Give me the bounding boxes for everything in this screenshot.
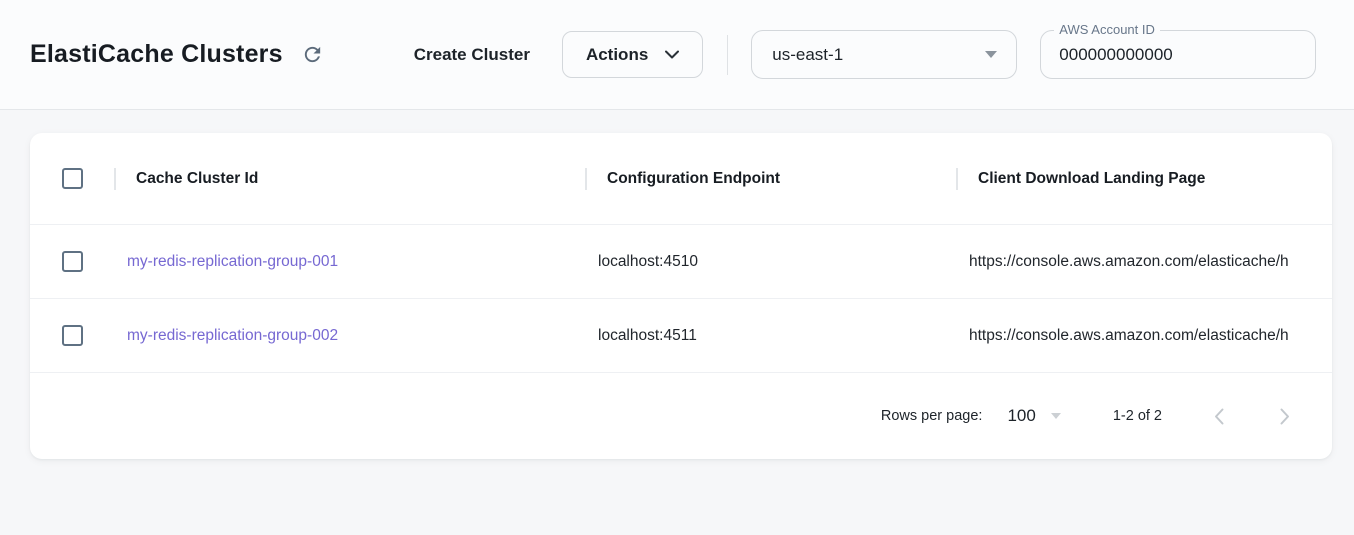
row-select-cell xyxy=(30,251,114,272)
client-download-landing-page-cell: https://console.aws.amazon.com/elasticac… xyxy=(969,252,1289,270)
main-content: Cache Cluster Id Configuration Endpoint … xyxy=(0,110,1354,459)
cluster-link[interactable]: my-redis-replication-group-002 xyxy=(127,326,339,344)
rows-per-page-label: Rows per page: xyxy=(880,408,983,424)
column-header-label: Cache Cluster Id xyxy=(136,169,259,187)
table-header-row: Cache Cluster Id Configuration Endpoint … xyxy=(30,133,1332,224)
table-pagination: Rows per page: 100 1-2 of 2 xyxy=(30,372,1332,459)
chevron-down-icon xyxy=(665,50,680,59)
region-select-value: us-east-1 xyxy=(772,44,844,64)
title-group: ElastiCache Clusters xyxy=(30,40,326,69)
aws-account-id-field: AWS Account ID xyxy=(1040,22,1317,79)
client-download-landing-page-cell: https://console.aws.amazon.com/elasticac… xyxy=(969,326,1289,344)
table-row: my-redis-replication-group-002 localhost… xyxy=(30,298,1332,372)
actions-button[interactable]: Actions xyxy=(561,31,704,78)
column-divider xyxy=(956,167,958,190)
refresh-icon xyxy=(301,43,324,66)
cache-cluster-id-cell: my-redis-replication-group-001 xyxy=(114,253,585,271)
create-cluster-button[interactable]: Create Cluster xyxy=(398,35,546,75)
header-divider xyxy=(727,34,729,75)
rows-per-page-value: 100 xyxy=(1007,406,1036,425)
aws-account-id-input[interactable] xyxy=(1059,44,1298,65)
chevron-left-icon xyxy=(1214,408,1224,425)
row-checkbox[interactable] xyxy=(61,251,83,272)
aws-account-id-label: AWS Account ID xyxy=(1054,22,1160,37)
configuration-endpoint-cell: localhost:4510 xyxy=(598,252,698,270)
column-header-cache-cluster-id: Cache Cluster Id xyxy=(114,167,585,190)
next-page-button[interactable] xyxy=(1276,404,1294,429)
caret-down-icon xyxy=(1050,413,1061,419)
row-checkbox[interactable] xyxy=(61,325,83,346)
page-title: ElastiCache Clusters xyxy=(30,40,283,68)
cluster-link[interactable]: my-redis-replication-group-001 xyxy=(127,252,339,270)
pagination-range-label: 1-2 of 2 xyxy=(1112,408,1162,424)
configuration-endpoint-cell: localhost:4511 xyxy=(598,326,697,344)
refresh-button[interactable] xyxy=(299,41,326,68)
clusters-table-card: Cache Cluster Id Configuration Endpoint … xyxy=(30,133,1332,459)
select-all-cell xyxy=(30,168,114,189)
select-all-checkbox[interactable] xyxy=(61,168,83,189)
column-header-client-download-landing-page: Client Download Landing Page xyxy=(956,167,1332,190)
actions-button-label: Actions xyxy=(585,44,649,64)
column-header-label: Configuration Endpoint xyxy=(607,169,781,187)
cache-cluster-id-cell: my-redis-replication-group-002 xyxy=(114,327,585,345)
chevron-right-icon xyxy=(1280,408,1290,425)
table-row: my-redis-replication-group-001 localhost… xyxy=(30,224,1332,298)
rows-per-page-select[interactable]: 100 xyxy=(1007,406,1061,426)
column-divider xyxy=(114,167,116,190)
column-header-label: Client Download Landing Page xyxy=(978,169,1206,187)
app-header: ElastiCache Clusters Create Cluster Acti… xyxy=(0,0,1354,110)
column-divider xyxy=(585,167,587,190)
row-select-cell xyxy=(30,325,114,346)
caret-down-icon xyxy=(985,51,998,58)
column-header-configuration-endpoint: Configuration Endpoint xyxy=(585,167,956,190)
region-select[interactable]: us-east-1 xyxy=(751,30,1018,79)
previous-page-button[interactable] xyxy=(1210,404,1228,429)
